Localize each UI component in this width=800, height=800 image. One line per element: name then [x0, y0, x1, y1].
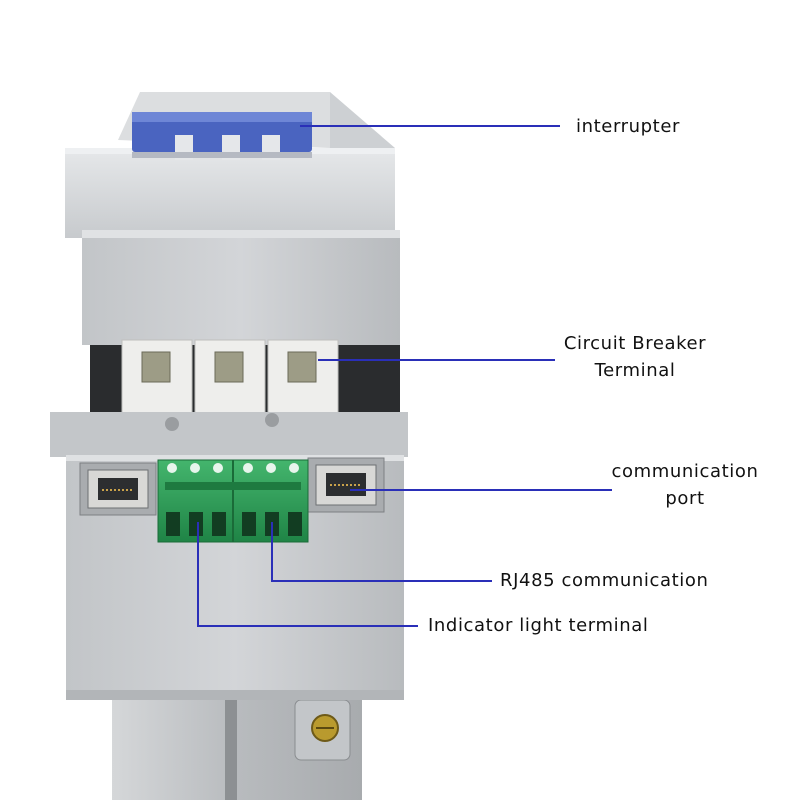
circuit-breaker-line1: Circuit Breaker [563, 333, 707, 354]
middle-body [82, 230, 400, 416]
communication-port-line1: communication [611, 461, 759, 482]
communication-port-line2: port [665, 488, 705, 509]
leader-rj485 [271, 522, 492, 582]
screw-terminal-icon [157, 459, 309, 543]
indicator-light-text: Indicator light terminal [428, 615, 649, 636]
leader-indicator-light [197, 522, 418, 627]
label-communication-port: communication port [610, 458, 760, 512]
interrupter-text: interrupter [576, 116, 680, 137]
label-indicator-light-terminal: Indicator light terminal [428, 612, 648, 639]
din-rail-icon [112, 690, 362, 800]
circuit-breaker-line2: Terminal [594, 360, 676, 381]
rj45-port-icon [79, 462, 157, 516]
label-circuit-breaker-terminal: Circuit Breaker Terminal [560, 330, 710, 384]
label-rj485-communication: RJ485 communication [500, 567, 709, 594]
rj485-text: RJ485 communication [500, 570, 709, 591]
front-panel [50, 412, 408, 700]
label-interrupter: interrupter [576, 113, 680, 140]
rj45-port-icon [307, 457, 385, 513]
leader-lines [197, 125, 612, 627]
interrupter-handle [132, 112, 312, 160]
